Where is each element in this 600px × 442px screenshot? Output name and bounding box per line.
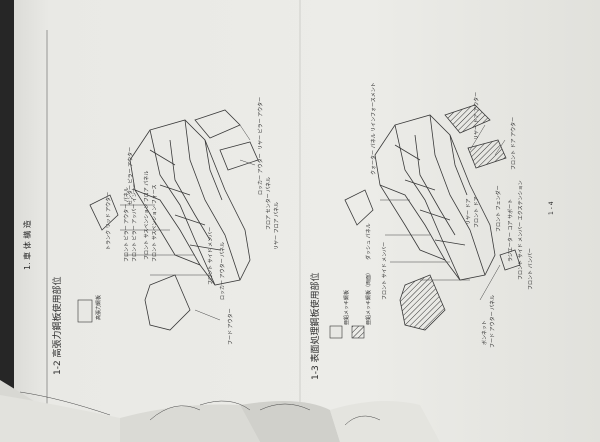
right-legend-label-1: 亜鉛メッキ鋼板 bbox=[343, 290, 350, 325]
right-label: ダッシュ パネル bbox=[365, 223, 372, 260]
page-number: 1 - 4 bbox=[548, 201, 555, 215]
left-label: フロント ピラー アウター パネル bbox=[123, 187, 130, 262]
left-label: トランク リッド アウター bbox=[105, 192, 112, 250]
right-section-title: 1-3 表面処理鋼板使用部位 bbox=[309, 272, 321, 380]
right-label: フロント ドア bbox=[474, 196, 480, 228]
left-part-labels: リヤー ピラー アウター トランク リッド アウター フロント ピラー アウター… bbox=[105, 97, 280, 345]
right-car-body-diagram bbox=[374, 114, 496, 281]
left-label: フロント サスペンション フロア パネル bbox=[144, 171, 150, 260]
right-legend-label-2: 亜鉛メッキ鋼板（両面） bbox=[365, 270, 372, 325]
right-part-labels: クォーター パネル リインフォースメント リヤー ドア アウター フロント ドア… bbox=[365, 82, 534, 348]
right-legend-swatch-1 bbox=[329, 325, 343, 339]
right-label: ラジエーター コア サポート bbox=[507, 199, 514, 262]
left-label: リヤー ピラー アウター bbox=[257, 97, 264, 150]
right-label: フロント バンパー bbox=[528, 248, 534, 290]
right-label: フード アウター パネル bbox=[489, 295, 496, 348]
left-label: リヤー フロア パネル bbox=[274, 202, 280, 250]
right-panels bbox=[344, 104, 521, 331]
right-label: リヤー ドア bbox=[466, 198, 472, 225]
right-leader-lines bbox=[380, 124, 506, 301]
right-legend-swatch-2 bbox=[351, 325, 365, 339]
right-label: クォーター パネル リインフォースメント bbox=[370, 82, 377, 175]
left-label: フロント ピラー アッパー インナー bbox=[132, 182, 138, 262]
left-legend-label: 高張力鋼板 bbox=[95, 295, 102, 320]
right-label: フロント フェンダー bbox=[495, 185, 502, 232]
right-label: リヤー ドア アウター bbox=[473, 92, 480, 140]
foreground-page-curl bbox=[0, 380, 440, 442]
left-label: フロント サスペンション フォース bbox=[152, 185, 158, 262]
right-label: フロント ドア アウター bbox=[510, 117, 517, 170]
left-label: ロッカー アウター bbox=[257, 153, 264, 195]
right-label: ボンネット bbox=[481, 320, 488, 345]
left-car-body-diagram bbox=[129, 119, 251, 286]
left-label: フロア センター パネル bbox=[265, 177, 272, 230]
left-label: フロント サイド メンバー bbox=[208, 227, 214, 285]
right-label: フロント サイド メンバー bbox=[382, 242, 388, 300]
left-leader-lines bbox=[120, 124, 256, 321]
left-label: フード アウター bbox=[227, 308, 234, 345]
left-section-title: 1-2 高張力鋼板使用部位 bbox=[51, 276, 63, 375]
left-panels bbox=[89, 109, 259, 331]
left-label: センター ピラー アウター bbox=[127, 147, 134, 205]
left-legend-swatch bbox=[77, 299, 93, 323]
left-label: ロッカー アウター パネル bbox=[219, 242, 226, 300]
chapter-title: 1. 車 体 構 造 bbox=[22, 220, 32, 270]
right-label: フロント サイド メンバー エクステンション bbox=[518, 180, 524, 280]
